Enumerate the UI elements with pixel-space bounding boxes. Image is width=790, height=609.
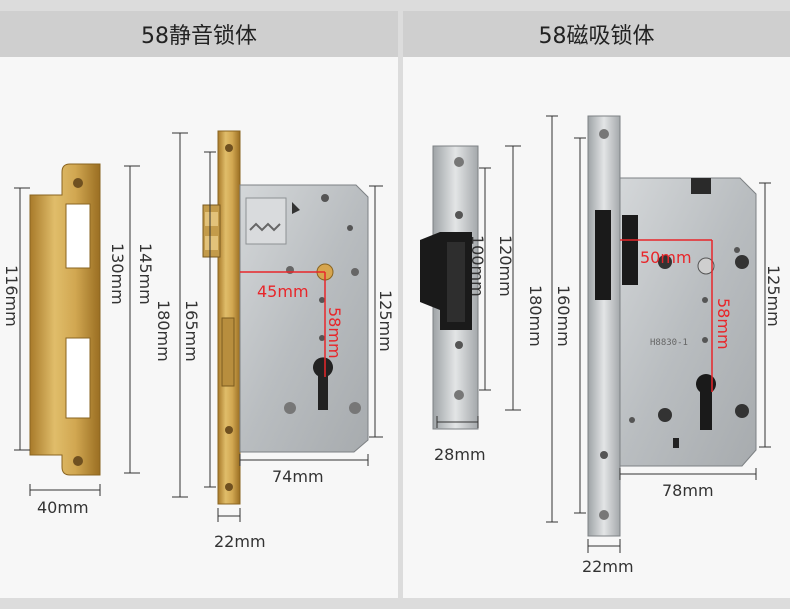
case-stamp: H8830-1 — [650, 338, 688, 348]
dim-right-50: 50mm — [640, 248, 692, 267]
left-highlight-lines — [240, 271, 326, 377]
right-highlight-lines — [620, 239, 713, 392]
dim-left-40: 40mm — [37, 498, 89, 517]
dim-left-165: 165mm — [182, 300, 201, 362]
dim-right-160: 160mm — [554, 285, 573, 347]
left-latch — [202, 204, 221, 258]
dim-right-100: 100mm — [468, 235, 487, 297]
dim-left-145: 145mm — [136, 243, 155, 305]
right-lock-case: H8830-1 — [619, 177, 757, 467]
right-lock-faceplate — [587, 115, 621, 537]
dim-left-180: 180mm — [154, 300, 173, 362]
dim-left-58: 58mm — [325, 307, 344, 359]
dim-right-22: 22mm — [582, 557, 634, 576]
left-panel-title: 58静音锁体 — [0, 11, 398, 57]
dim-right-120: 120mm — [496, 235, 515, 297]
left-lock-faceplate — [217, 130, 241, 505]
dim-right-78: 78mm — [662, 481, 714, 500]
right-strike-plate — [420, 145, 479, 430]
dim-left-116: 116mm — [2, 265, 21, 327]
left-lock-case — [239, 184, 369, 453]
dim-right-58: 58mm — [714, 298, 733, 350]
dim-left-74: 74mm — [272, 467, 324, 486]
dim-left-45: 45mm — [257, 282, 309, 301]
dim-right-180: 180mm — [526, 285, 545, 347]
right-dimension-lines — [436, 115, 771, 553]
right-panel-title: 58磁吸锁体 — [403, 11, 790, 57]
dim-right-28: 28mm — [434, 445, 486, 464]
left-dimension-lines — [14, 132, 383, 522]
dim-right-125: 125mm — [764, 265, 783, 327]
left-strike-plate — [29, 163, 101, 476]
dim-left-125: 125mm — [376, 290, 395, 352]
dim-left-130: 130mm — [108, 243, 127, 305]
dim-left-22: 22mm — [214, 532, 266, 551]
